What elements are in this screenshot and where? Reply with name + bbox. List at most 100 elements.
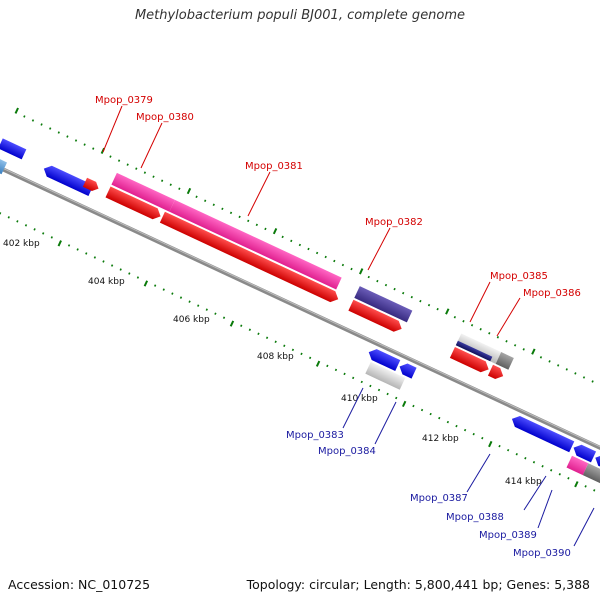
minor-tick xyxy=(315,251,319,255)
gene-mpop-0382-shape xyxy=(354,286,413,323)
minor-tick xyxy=(395,396,398,400)
minor-tick xyxy=(419,299,422,303)
gene-label-mpop-0380[interactable]: Mpop_0380 xyxy=(136,112,194,123)
scale-label: 412 kbp xyxy=(422,434,459,444)
gene-mpop-0379-shape xyxy=(82,177,99,191)
minor-tick xyxy=(126,163,129,166)
minor-tick xyxy=(274,340,277,344)
minor-tick xyxy=(42,232,45,235)
minor-tick xyxy=(386,392,389,396)
minor-tick xyxy=(222,316,226,319)
gene-mpop-0380-cds xyxy=(105,186,161,220)
minor-tick xyxy=(33,228,36,231)
leader-line-mpop-0379 xyxy=(102,105,123,153)
minor-tick xyxy=(298,243,302,247)
genome-track xyxy=(0,107,600,492)
leader-line-mpop-0380 xyxy=(140,122,163,169)
minor-tick xyxy=(49,127,52,130)
minor-tick xyxy=(324,255,327,259)
gene-label-mpop-0389[interactable]: Mpop_0389 xyxy=(479,530,537,541)
minor-tick xyxy=(507,448,510,452)
backbone-highlight xyxy=(0,149,600,481)
minor-tick xyxy=(438,416,441,420)
gene-label-mpop-0390[interactable]: Mpop_0390 xyxy=(513,548,571,559)
major-tick xyxy=(229,320,235,327)
minor-tick xyxy=(290,239,293,243)
gene-mpop-0381-cds xyxy=(159,211,339,303)
gene-label-mpop-0383[interactable]: Mpop_0383 xyxy=(286,430,344,441)
reverse-gene-labels: Mpop_0383 Mpop_0384 Mpop_0387 Mpop_0388 … xyxy=(286,387,595,559)
minor-tick xyxy=(160,179,164,182)
minor-tick xyxy=(23,115,26,118)
major-tick xyxy=(14,107,19,114)
minor-tick xyxy=(205,308,208,311)
major-tick xyxy=(186,187,192,195)
minor-tick xyxy=(169,183,172,186)
gene-label-mpop-0387[interactable]: Mpop_0387 xyxy=(410,493,468,504)
minor-tick xyxy=(326,364,329,368)
leader-line-mpop-0382 xyxy=(367,227,391,271)
gene-label-mpop-0384[interactable]: Mpop_0384 xyxy=(318,446,376,457)
minor-tick xyxy=(24,224,28,227)
leader-line-mpop-0389 xyxy=(537,489,553,529)
major-tick xyxy=(143,280,149,287)
gene-label-mpop-0381[interactable]: Mpop_0381 xyxy=(245,161,303,172)
minor-tick xyxy=(7,216,10,219)
minor-tick xyxy=(548,360,551,363)
minor-tick xyxy=(195,195,198,199)
major-tick xyxy=(574,481,579,488)
minor-tick xyxy=(76,248,79,251)
gene-label-mpop-0379[interactable]: Mpop_0379 xyxy=(95,95,153,106)
major-tick xyxy=(531,348,536,355)
gene-label-mpop-0386[interactable]: Mpop_0386 xyxy=(523,288,581,299)
minor-tick xyxy=(341,263,345,267)
minor-tick xyxy=(410,295,413,299)
minor-tick xyxy=(179,296,183,299)
minor-tick xyxy=(334,368,338,372)
leader-line-mpop-0384 xyxy=(374,401,397,445)
minor-tick xyxy=(307,247,310,251)
minor-tick xyxy=(204,199,207,203)
minor-tick xyxy=(257,332,260,336)
minor-tick xyxy=(291,348,295,352)
minor-tick xyxy=(591,380,594,383)
major-tick xyxy=(272,228,278,235)
forward-gene-labels: Mpop_0379 Mpop_0380 Mpop_0381 Mpop_0382 … xyxy=(95,95,581,337)
minor-tick xyxy=(532,460,536,464)
minor-tick xyxy=(153,284,157,287)
minor-tick xyxy=(110,264,114,267)
minor-tick xyxy=(119,268,122,271)
gene-label-mpop-0385[interactable]: Mpop_0385 xyxy=(490,271,548,282)
minor-tick xyxy=(377,388,381,392)
minor-tick xyxy=(593,489,596,492)
minor-tick xyxy=(85,252,88,255)
minor-tick xyxy=(481,436,484,440)
minor-tick xyxy=(128,272,131,275)
minor-tick xyxy=(463,428,467,432)
major-tick xyxy=(401,400,407,408)
gene-label-mpop-0382[interactable]: Mpop_0382 xyxy=(365,217,423,228)
minor-tick xyxy=(143,171,147,174)
scale-label: 410 kbp xyxy=(341,394,378,404)
minor-tick xyxy=(453,315,457,319)
minor-tick xyxy=(188,300,191,303)
scale-label: 414 kbp xyxy=(505,477,542,487)
gene-mpop-0382-cds xyxy=(348,299,402,332)
page-title: Methylobacterium populi BJ001, complete … xyxy=(134,8,466,23)
leader-line-mpop-0381 xyxy=(247,171,271,217)
minor-tick xyxy=(567,477,570,480)
minor-tick xyxy=(117,159,121,162)
minor-tick xyxy=(488,332,491,335)
minor-tick xyxy=(522,348,525,351)
leader-line-mpop-0383 xyxy=(342,387,364,429)
gene-mpop-0383-cds xyxy=(368,349,401,372)
gene-label-mpop-0388[interactable]: Mpop_0388 xyxy=(446,512,504,523)
minor-tick xyxy=(283,344,286,348)
minor-tick xyxy=(479,328,482,331)
minor-tick xyxy=(574,372,577,375)
minor-tick xyxy=(171,292,174,295)
leader-line-mpop-0390 xyxy=(573,507,595,547)
minor-tick xyxy=(92,147,95,150)
gene-mpop-0389-shape xyxy=(582,463,600,491)
